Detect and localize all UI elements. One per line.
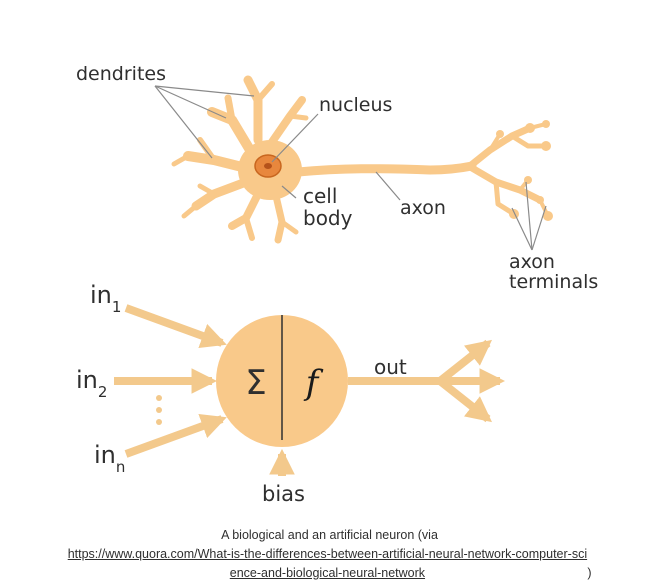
nucleolus-shape (264, 163, 272, 169)
artificial-neuron: Σ f in1 in2 inn out bias (76, 281, 506, 506)
input-arrow-n (124, 413, 227, 458)
cell-body-label-line2: body (303, 206, 353, 230)
bias-label: bias (262, 482, 305, 506)
leader-lines (154, 85, 547, 251)
sum-symbol: Σ (245, 363, 266, 403)
cell-body-label-line1: cell (303, 184, 337, 208)
dendrites-shape (171, 75, 309, 244)
axon-terminals-label-line2: terminals (509, 271, 598, 293)
caption-text: A biological and an artificial neuron (v… (221, 528, 438, 542)
input-ellipsis (156, 395, 162, 425)
axon-terminals-shape (466, 122, 550, 218)
figure-caption: A biological and an artificial neuron (v… (0, 526, 659, 583)
caption-link[interactable]: https://www.quora.com/What-is-the-differ… (67, 547, 588, 580)
biological-neuron: dendrites nucleus cell body axon axon te… (76, 63, 598, 293)
nucleus-label: nucleus (319, 94, 392, 116)
input-n-label: inn (94, 441, 125, 476)
output-arrows (348, 339, 506, 423)
input-arrows (114, 304, 295, 476)
caption-close: ) (587, 566, 592, 580)
input-1-label: in1 (90, 281, 121, 316)
dendrites-label: dendrites (76, 63, 166, 85)
axon-shape (293, 161, 477, 177)
input-2-label: in2 (76, 366, 107, 401)
neuron-diagram: dendrites nucleus cell body axon axon te… (76, 63, 598, 506)
axon-label: axon (400, 197, 446, 219)
output-label: out (374, 355, 407, 379)
input-arrow-1 (124, 304, 227, 349)
axon-terminals-label-line1: axon (509, 251, 555, 273)
